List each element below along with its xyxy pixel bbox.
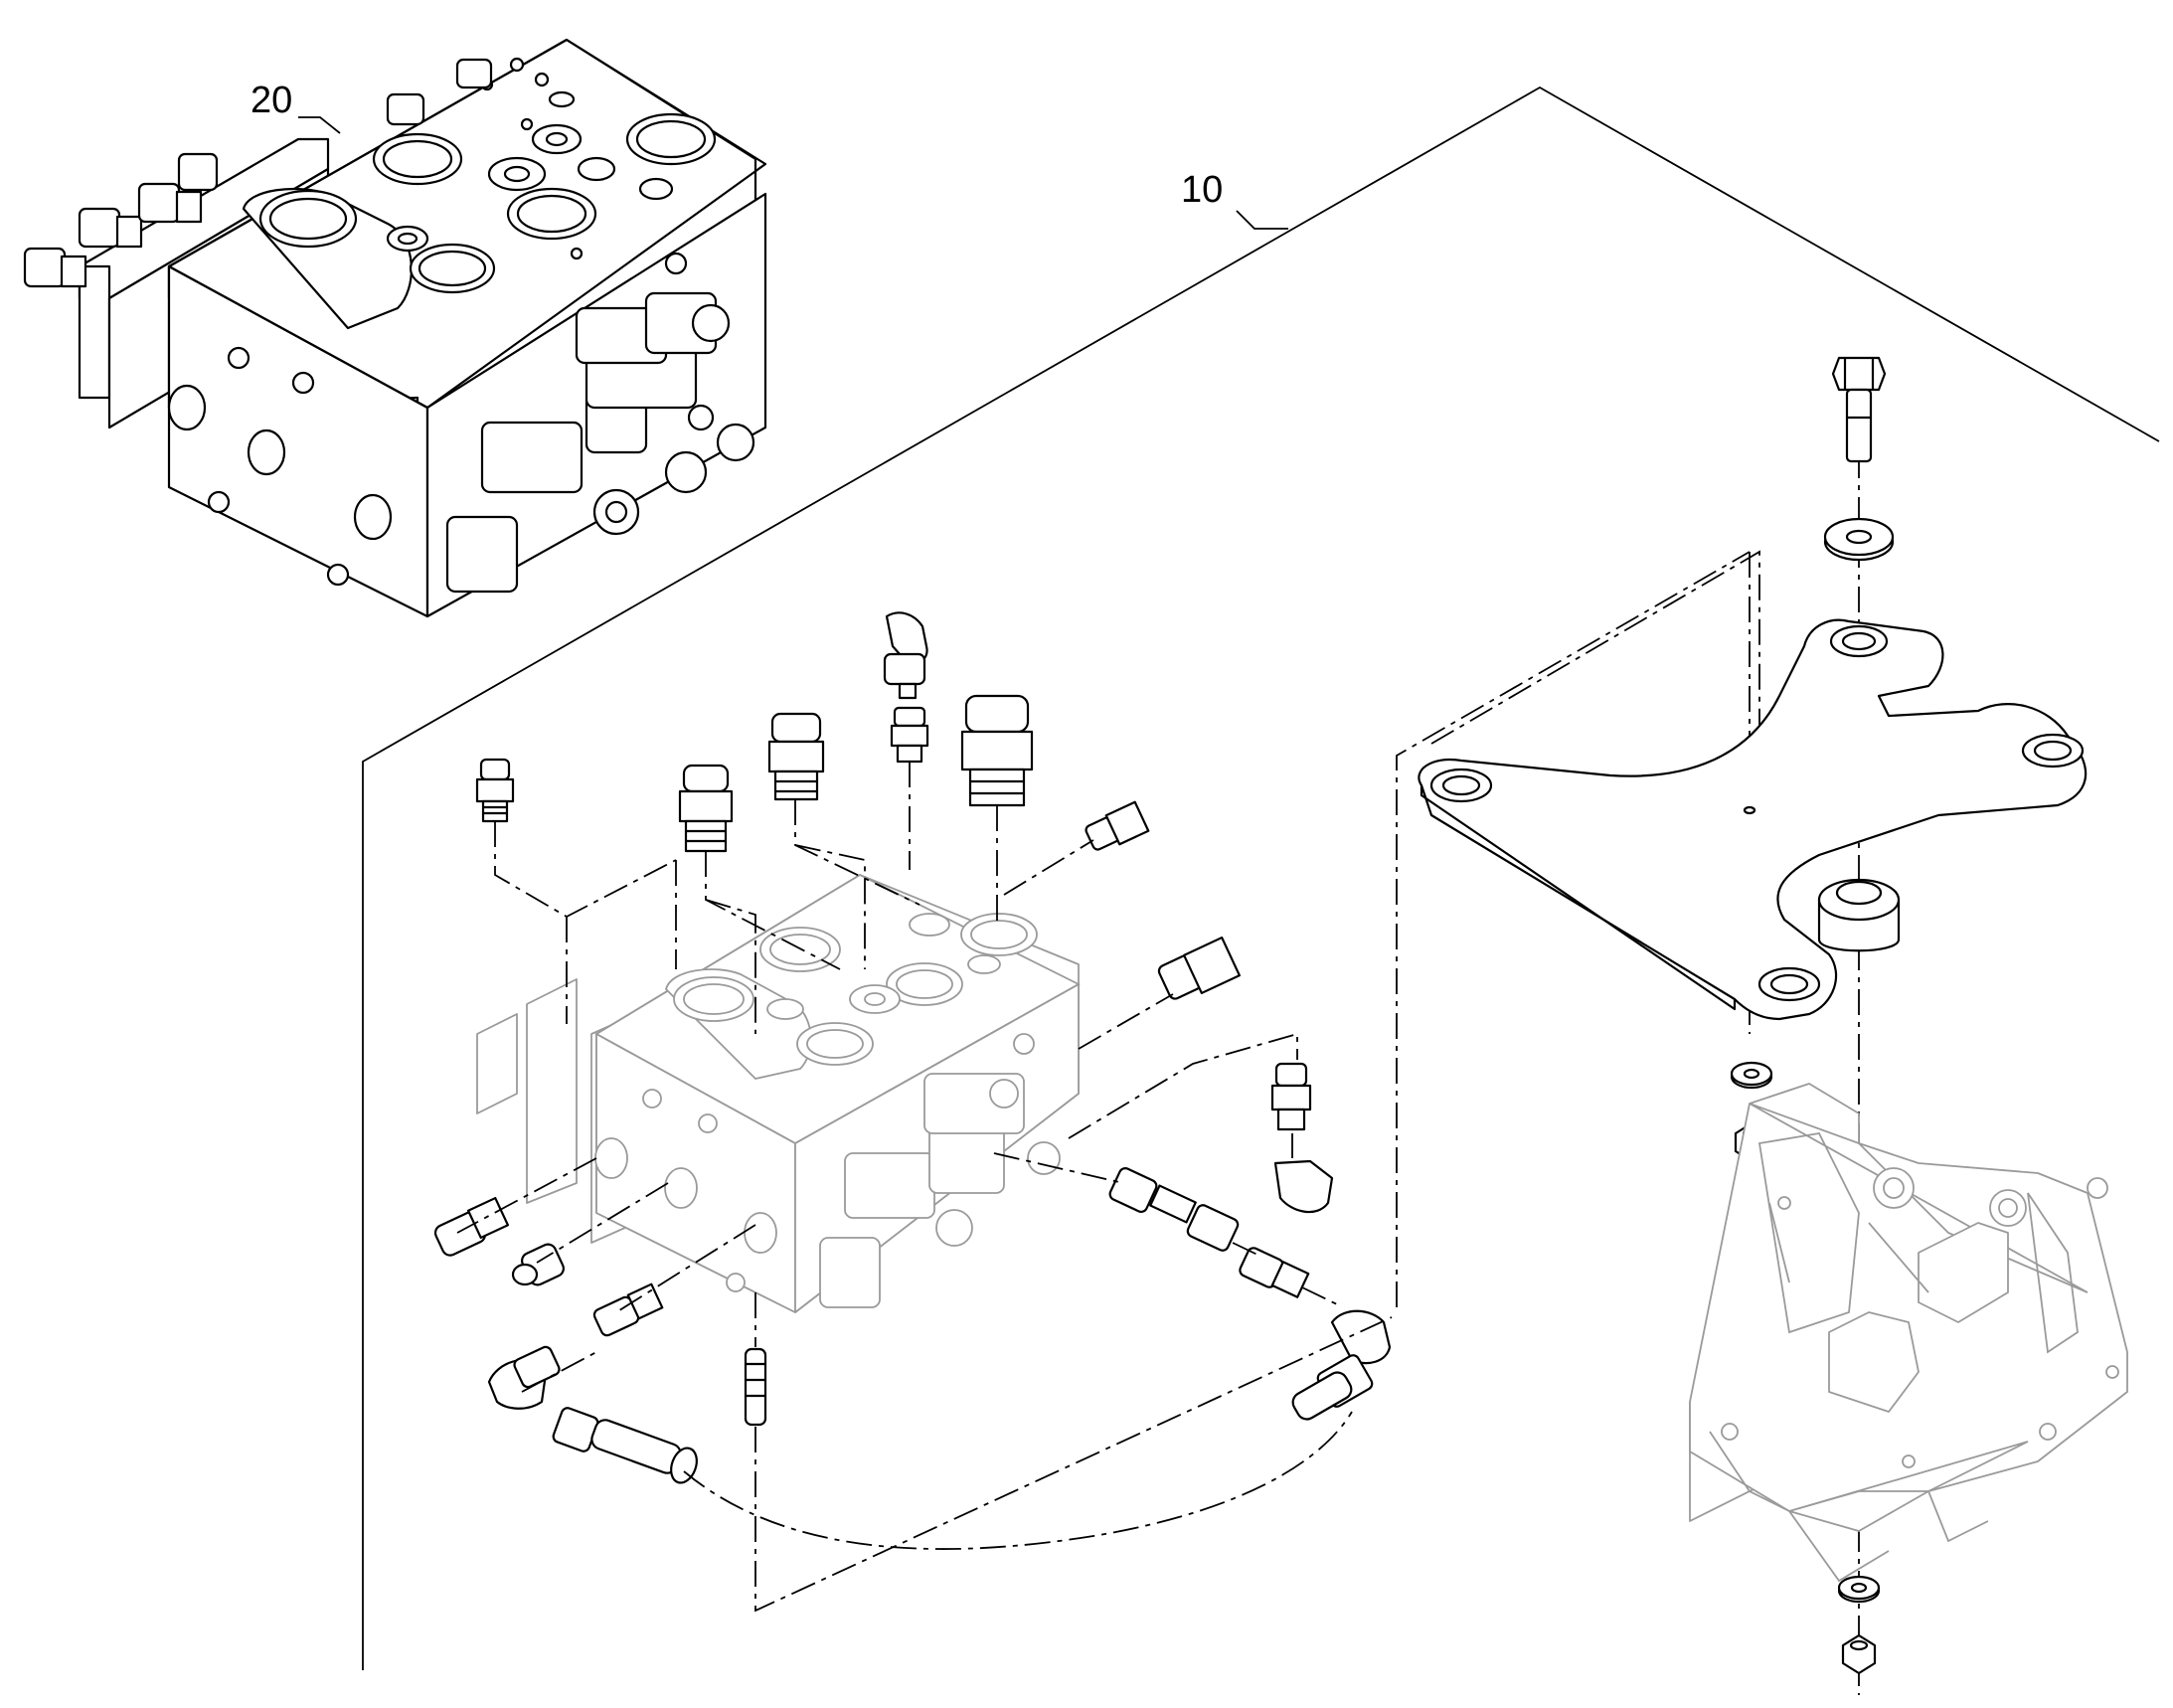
hose-fitting-left <box>487 1345 698 1484</box>
washer-top <box>1823 517 1895 562</box>
fitting-small-left-1 <box>433 1196 510 1257</box>
fitting-medium-1 <box>678 764 734 853</box>
plug-left-1 <box>511 1243 565 1286</box>
leader-line-10 <box>1236 210 1288 230</box>
callout-label-10: 10 <box>1181 169 1224 211</box>
fitting-group-bottom <box>433 1062 1392 1484</box>
callout-label-20: 20 <box>251 80 293 121</box>
mounting-bracket-plate <box>1418 618 2088 1021</box>
washer-bottom <box>1837 1575 1881 1604</box>
leader-line-20 <box>298 116 341 134</box>
fitting-small-side-1 <box>1085 800 1150 851</box>
pin-dowel <box>744 1347 767 1427</box>
fitting-small-1 <box>475 758 515 823</box>
rubber-bushing <box>1817 878 1901 952</box>
exploded-valve-block-ghost <box>476 873 1081 1313</box>
chassis-frame-ghost <box>1689 1083 2128 1583</box>
fitting-medium-side-1 <box>1157 936 1242 1000</box>
assembly-boundary-frame <box>362 85 2160 1670</box>
pipe-union-mid <box>1108 1167 1240 1252</box>
elbow-fitting-top <box>883 611 929 764</box>
fitting-small-left-2 <box>592 1282 664 1337</box>
fitting-group-top <box>475 611 1242 1000</box>
hex-nut-bottom <box>1841 1633 1877 1675</box>
hose-fitting-right <box>1291 1309 1392 1421</box>
washer-mid <box>1730 1061 1773 1090</box>
fitting-large-1 <box>960 694 1034 807</box>
fitting-right-mid <box>1239 1247 1310 1298</box>
fitting-vertical-right <box>1270 1062 1334 1214</box>
control-valve-block-20 <box>23 38 767 618</box>
hex-bolt <box>1831 356 1887 463</box>
fitting-medium-2 <box>767 712 825 801</box>
